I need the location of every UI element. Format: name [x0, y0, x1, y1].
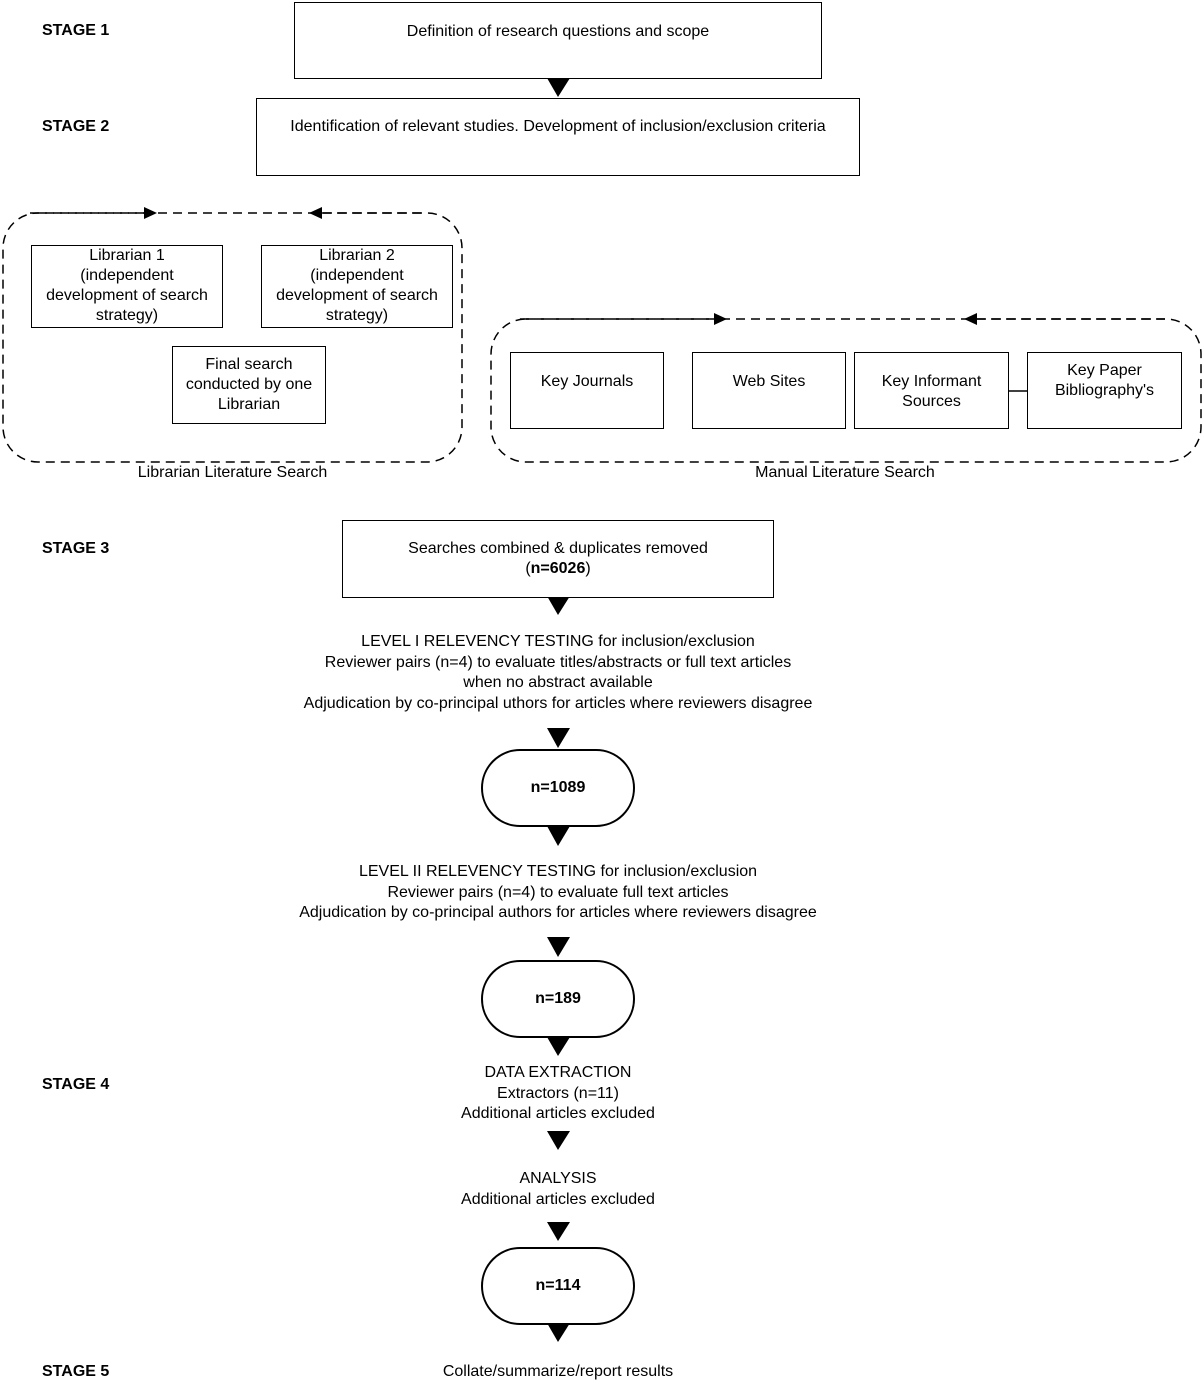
- analysis-text: ANALYSIS Additional articles excluded: [358, 1169, 758, 1210]
- librarian-1-box: Librarian 1 (independent development of …: [31, 245, 223, 328]
- data-extraction-line: DATA EXTRACTION: [484, 1064, 632, 1081]
- searches-combined-box: Searches combined & duplicates removed (…: [342, 520, 774, 598]
- data-extraction-line: Extractors (n=11): [497, 1084, 619, 1102]
- librarian-2-line: (independent: [310, 267, 404, 284]
- stage-2-label: STAGE 2: [42, 118, 110, 135]
- final-search-box: Final search conducted by one Librarian: [172, 346, 326, 424]
- librarian-1-line: strategy): [95, 307, 159, 324]
- librarian-2-line: strategy): [325, 307, 389, 324]
- identification-box: Identification of relevant studies. Deve…: [256, 98, 860, 176]
- research-questions-box: Definition of research questions and sco…: [294, 2, 822, 79]
- count-189-text: n=189: [535, 990, 581, 1007]
- level-2-line: Reviewer pairs (n=4) to evaluate full te…: [387, 883, 729, 901]
- level-1-line: LEVEL I RELEVENCY TESTING for inclusion/…: [361, 633, 755, 650]
- data-extraction-line: Additional articles excluded: [461, 1105, 655, 1122]
- web-sites-box: Web Sites: [692, 352, 846, 429]
- stage-4-label: STAGE 4: [42, 1076, 110, 1093]
- identification-text: Identification of relevant studies. Deve…: [290, 118, 826, 135]
- final-search-line: Final search: [205, 356, 293, 373]
- manual-search-group: [490, 318, 1202, 463]
- report-results-text: Collate/summarize/report results: [442, 1363, 674, 1380]
- count-189-terminal: n=189: [481, 960, 635, 1038]
- librarian-2-box: Librarian 2 (independent development of …: [261, 245, 453, 328]
- librarian-2-line: development of search: [276, 287, 438, 304]
- final-search-line: conducted by one: [185, 376, 313, 393]
- stage-1-label: STAGE 1: [42, 22, 110, 39]
- key-journals-box: Key Journals: [510, 352, 664, 429]
- data-extraction-text: DATA EXTRACTION Extractors (n=11) Additi…: [358, 1063, 758, 1125]
- librarian-1-line: (independent: [80, 267, 174, 284]
- count-114-text: n=114: [535, 1277, 581, 1294]
- level-1-line: when no abstract available: [463, 674, 653, 691]
- librarian-search-group: [2, 212, 463, 463]
- research-questions-text: Definition of research questions and sco…: [406, 23, 710, 40]
- librarian-2-line: Librarian 2: [319, 247, 395, 264]
- level-2-line: LEVEL II RELEVENCY TESTING for inclusion…: [358, 863, 758, 880]
- librarian-1-line: development of search: [46, 287, 208, 304]
- level-1-line: Reviewer pairs (n=4) to evaluate titles/…: [324, 653, 792, 671]
- analysis-line: ANALYSIS: [519, 1170, 597, 1187]
- librarian-1-line: Librarian 1: [89, 247, 165, 264]
- count-114-terminal: n=114: [481, 1247, 635, 1325]
- open-paren: (: [525, 560, 531, 577]
- key-informant-line: Key Informant: [881, 373, 982, 390]
- key-journals-text: Key Journals: [540, 373, 634, 390]
- stage-5-label: STAGE 5: [42, 1363, 110, 1380]
- analysis-line: Additional articles excluded: [461, 1190, 655, 1208]
- searches-combined-text: Searches combined & duplicates removed: [408, 540, 708, 557]
- level-1-line: Adjudication by co-principal uthors for …: [303, 694, 813, 712]
- final-search-line: Librarian: [217, 396, 281, 413]
- key-paper-line: Bibliography's: [1054, 382, 1155, 399]
- key-informant-box: Key Informant Sources: [854, 352, 1009, 429]
- level-1-text: LEVEL I RELEVENCY TESTING for inclusion/…: [258, 632, 858, 714]
- total-count: n=6026: [530, 560, 586, 577]
- key-paper-box: Key Paper Bibliography's: [1027, 352, 1182, 429]
- web-sites-text: Web Sites: [732, 373, 806, 390]
- manual-search-caption: Manual Literature Search: [755, 464, 935, 481]
- level-2-text: LEVEL II RELEVENCY TESTING for inclusion…: [258, 862, 858, 924]
- count-1089-terminal: n=1089: [481, 749, 635, 827]
- total-count-line: (n=6026): [408, 559, 708, 579]
- key-informant-line: Sources: [902, 393, 961, 410]
- level-2-line: Adjudication by co-principal authors for…: [299, 904, 817, 921]
- key-paper-line: Key Paper: [1067, 362, 1142, 379]
- count-1089-text: n=1089: [530, 779, 586, 796]
- close-paren: ): [585, 560, 591, 577]
- stage-3-label: STAGE 3: [42, 540, 110, 557]
- librarian-search-caption: Librarian Literature Search: [137, 464, 328, 481]
- flow-arrows: [547, 78, 570, 1342]
